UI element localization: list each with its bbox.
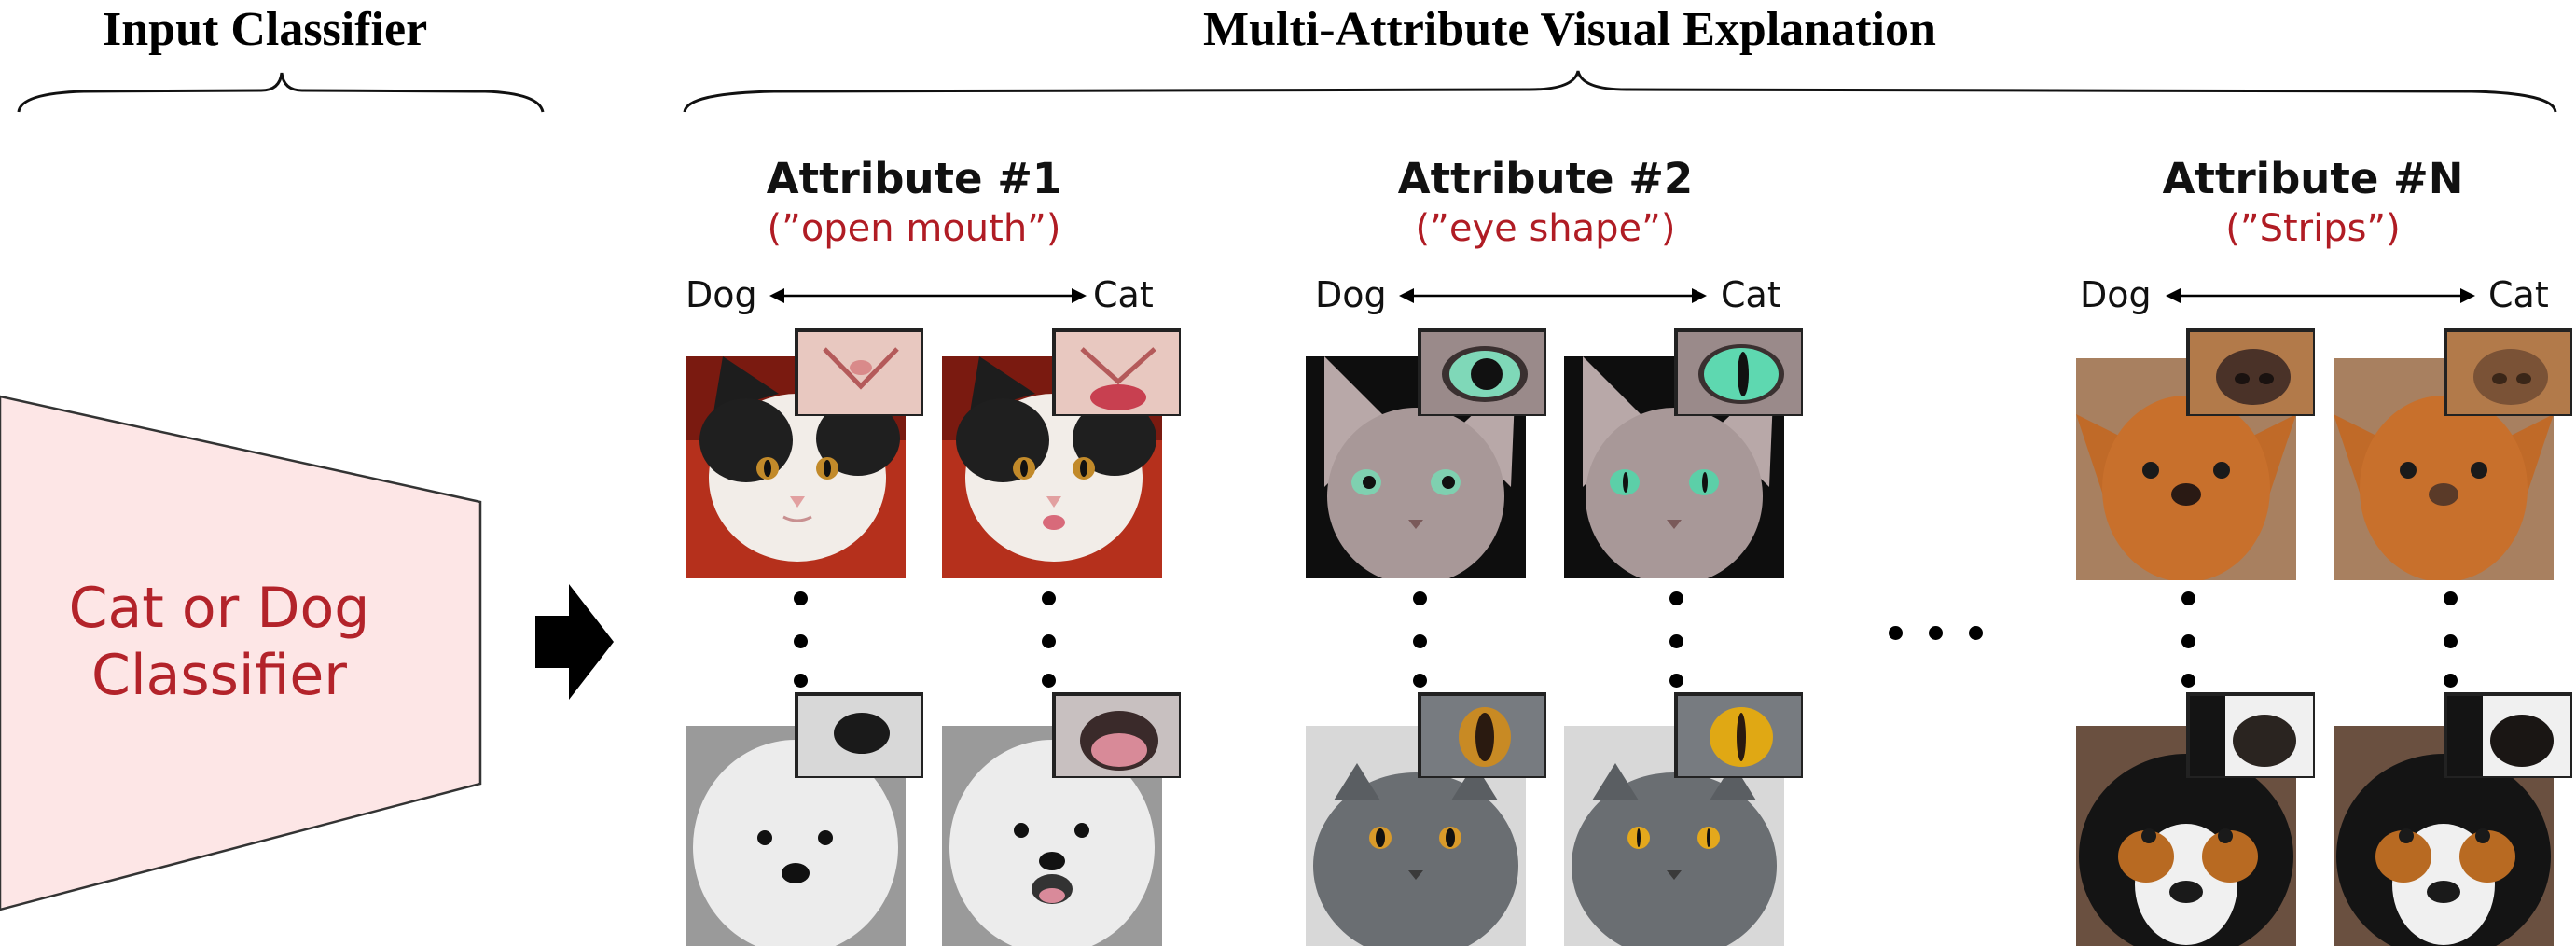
- attribute-1-ellipsis-left-2: [794, 634, 808, 648]
- attribute-1-dog-label: Dog: [686, 274, 757, 315]
- attribute-1-ellipsis-left-3: [794, 674, 808, 688]
- attribute-2-inset-bottom-left: [1418, 692, 1546, 778]
- classifier-trapezoid: [0, 395, 482, 911]
- attribute-n-subtitle: (”Strips”): [2225, 207, 2401, 250]
- attribute-gap-ellipsis-1: [1889, 626, 1903, 640]
- explanation-brace: [683, 70, 2557, 113]
- attribute-2-ellipsis-left-2: [1413, 634, 1427, 648]
- attribute-2-ellipsis-right-1: [1669, 591, 1683, 605]
- explanation-header: Multi-Attribute Visual Explanation: [1203, 3, 1936, 56]
- attribute-1-inset-top-left: [795, 328, 923, 416]
- attribute-1-inset-bottom-left: [795, 692, 923, 778]
- attribute-2-double-arrow: [1399, 288, 1707, 303]
- classifier-label-line2: Classifier: [91, 643, 347, 708]
- attribute-gap-ellipsis-3: [1969, 626, 1983, 640]
- attribute-2-subtitle: (”eye shape”): [1415, 207, 1676, 250]
- attribute-2-ellipsis-left-3: [1413, 674, 1427, 688]
- attribute-n-double-arrow: [2166, 288, 2475, 303]
- attribute-n-ellipsis-left-2: [2181, 634, 2195, 648]
- attribute-2-title: Attribute #2: [1397, 154, 1694, 203]
- attribute-n-title: Attribute #N: [2162, 154, 2464, 203]
- attribute-n-ellipsis-right-1: [2444, 591, 2458, 605]
- attribute-1-ellipsis-right-3: [1042, 674, 1056, 688]
- attribute-n-inset-top-right: [2444, 328, 2572, 416]
- attribute-1-ellipsis-right-2: [1042, 634, 1056, 648]
- attribute-n-dog-label: Dog: [2080, 274, 2152, 315]
- attribute-1-inset-top-right: [1052, 328, 1181, 416]
- attribute-1-cat-label: Cat: [1093, 274, 1154, 315]
- attribute-n-ellipsis-left-1: [2181, 591, 2195, 605]
- classifier-label: Cat or Dog Classifier: [19, 575, 420, 709]
- input-classifier-brace: [17, 72, 545, 113]
- attribute-2-ellipsis-right-3: [1669, 674, 1683, 688]
- attribute-1-title: Attribute #1: [766, 154, 1062, 203]
- attribute-2-cat-label: Cat: [1721, 274, 1781, 315]
- attribute-n-ellipsis-right-2: [2444, 634, 2458, 648]
- attribute-n-ellipsis-right-3: [2444, 674, 2458, 688]
- attribute-2-inset-top-right: [1674, 328, 1803, 416]
- attribute-2-cat-photo-left: [1306, 726, 1526, 946]
- attribute-n-ellipsis-left-3: [2181, 674, 2195, 688]
- attribute-gap-ellipsis-2: [1929, 626, 1943, 640]
- arrow-icon: [535, 584, 614, 700]
- attribute-2-ellipsis-left-1: [1413, 591, 1427, 605]
- attribute-1-double-arrow: [769, 288, 1087, 303]
- attribute-n-inset-top-left: [2186, 328, 2315, 416]
- input-classifier-header: Input Classifier: [103, 3, 428, 56]
- attribute-2-dog-label: Dog: [1315, 274, 1387, 315]
- attribute-2-ellipsis-right-2: [1669, 634, 1683, 648]
- attribute-1-ellipsis-left-1: [794, 591, 808, 605]
- attribute-n-cat-label: Cat: [2488, 274, 2549, 315]
- classifier-label-line1: Cat or Dog: [68, 576, 370, 641]
- attribute-1-inset-bottom-right: [1052, 692, 1181, 778]
- attribute-n-inset-bottom-left: [2186, 692, 2315, 778]
- attribute-1-subtitle: (”open mouth”): [767, 207, 1061, 250]
- attribute-1-ellipsis-right-1: [1042, 591, 1056, 605]
- attribute-n-inset-bottom-right: [2444, 692, 2572, 778]
- attribute-2-inset-bottom-right: [1674, 692, 1803, 778]
- attribute-2-inset-top-left: [1418, 328, 1546, 416]
